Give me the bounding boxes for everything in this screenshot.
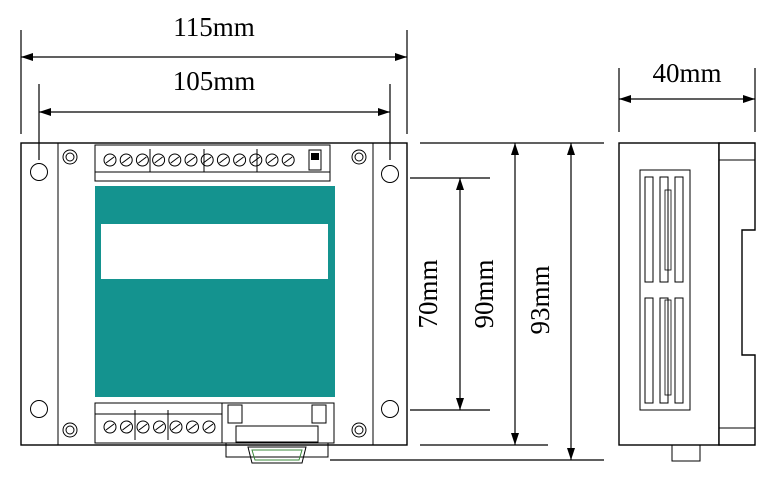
label-area	[101, 224, 328, 279]
screw-slot	[283, 156, 293, 164]
screw-slot	[155, 423, 164, 431]
screw-icon	[62, 149, 367, 438]
screw-slot	[186, 156, 196, 164]
side-connector	[671, 444, 701, 462]
screw-slot	[138, 423, 148, 431]
dim-rail-height: 90mm	[469, 259, 499, 328]
dim-inner-height: 70mm	[413, 259, 443, 328]
screw-slot	[105, 156, 115, 164]
screw-slot	[121, 156, 131, 164]
screw-slot	[202, 156, 212, 164]
top-terminal-block	[94, 144, 331, 182]
screw-slot	[170, 156, 180, 164]
screw-slot	[219, 156, 228, 164]
side-view: 40mm	[618, 58, 756, 462]
din-rail-clip	[718, 142, 756, 446]
front-panel	[95, 186, 335, 397]
screw-slot	[188, 423, 197, 431]
db-connector	[221, 402, 335, 464]
bottom-terminals	[95, 410, 222, 440]
screw-slot	[235, 156, 244, 164]
screw-slot	[122, 423, 131, 431]
dip-switch-lever	[311, 153, 319, 160]
side-body	[618, 142, 720, 446]
dim-overall-height: 93mm	[525, 265, 555, 334]
dim-depth: 40mm	[652, 58, 721, 88]
dim-overall-width: 115mm	[173, 12, 255, 42]
screw-slot	[105, 423, 115, 431]
vent-slots	[639, 169, 691, 411]
screw-slot	[251, 156, 261, 164]
top-terminals	[95, 149, 330, 173]
screw-slot	[267, 156, 277, 164]
dim-hole-spacing: 105mm	[173, 66, 256, 96]
front-view: 115mm 105mm 70mm 90mm 93mm	[20, 12, 604, 464]
screw-slot	[204, 423, 214, 431]
screw-slot	[154, 156, 163, 164]
screw-slot	[171, 423, 181, 431]
dip-switch	[308, 149, 322, 171]
screw-slot	[138, 156, 147, 164]
mounting-hole-icon	[30, 163, 399, 418]
